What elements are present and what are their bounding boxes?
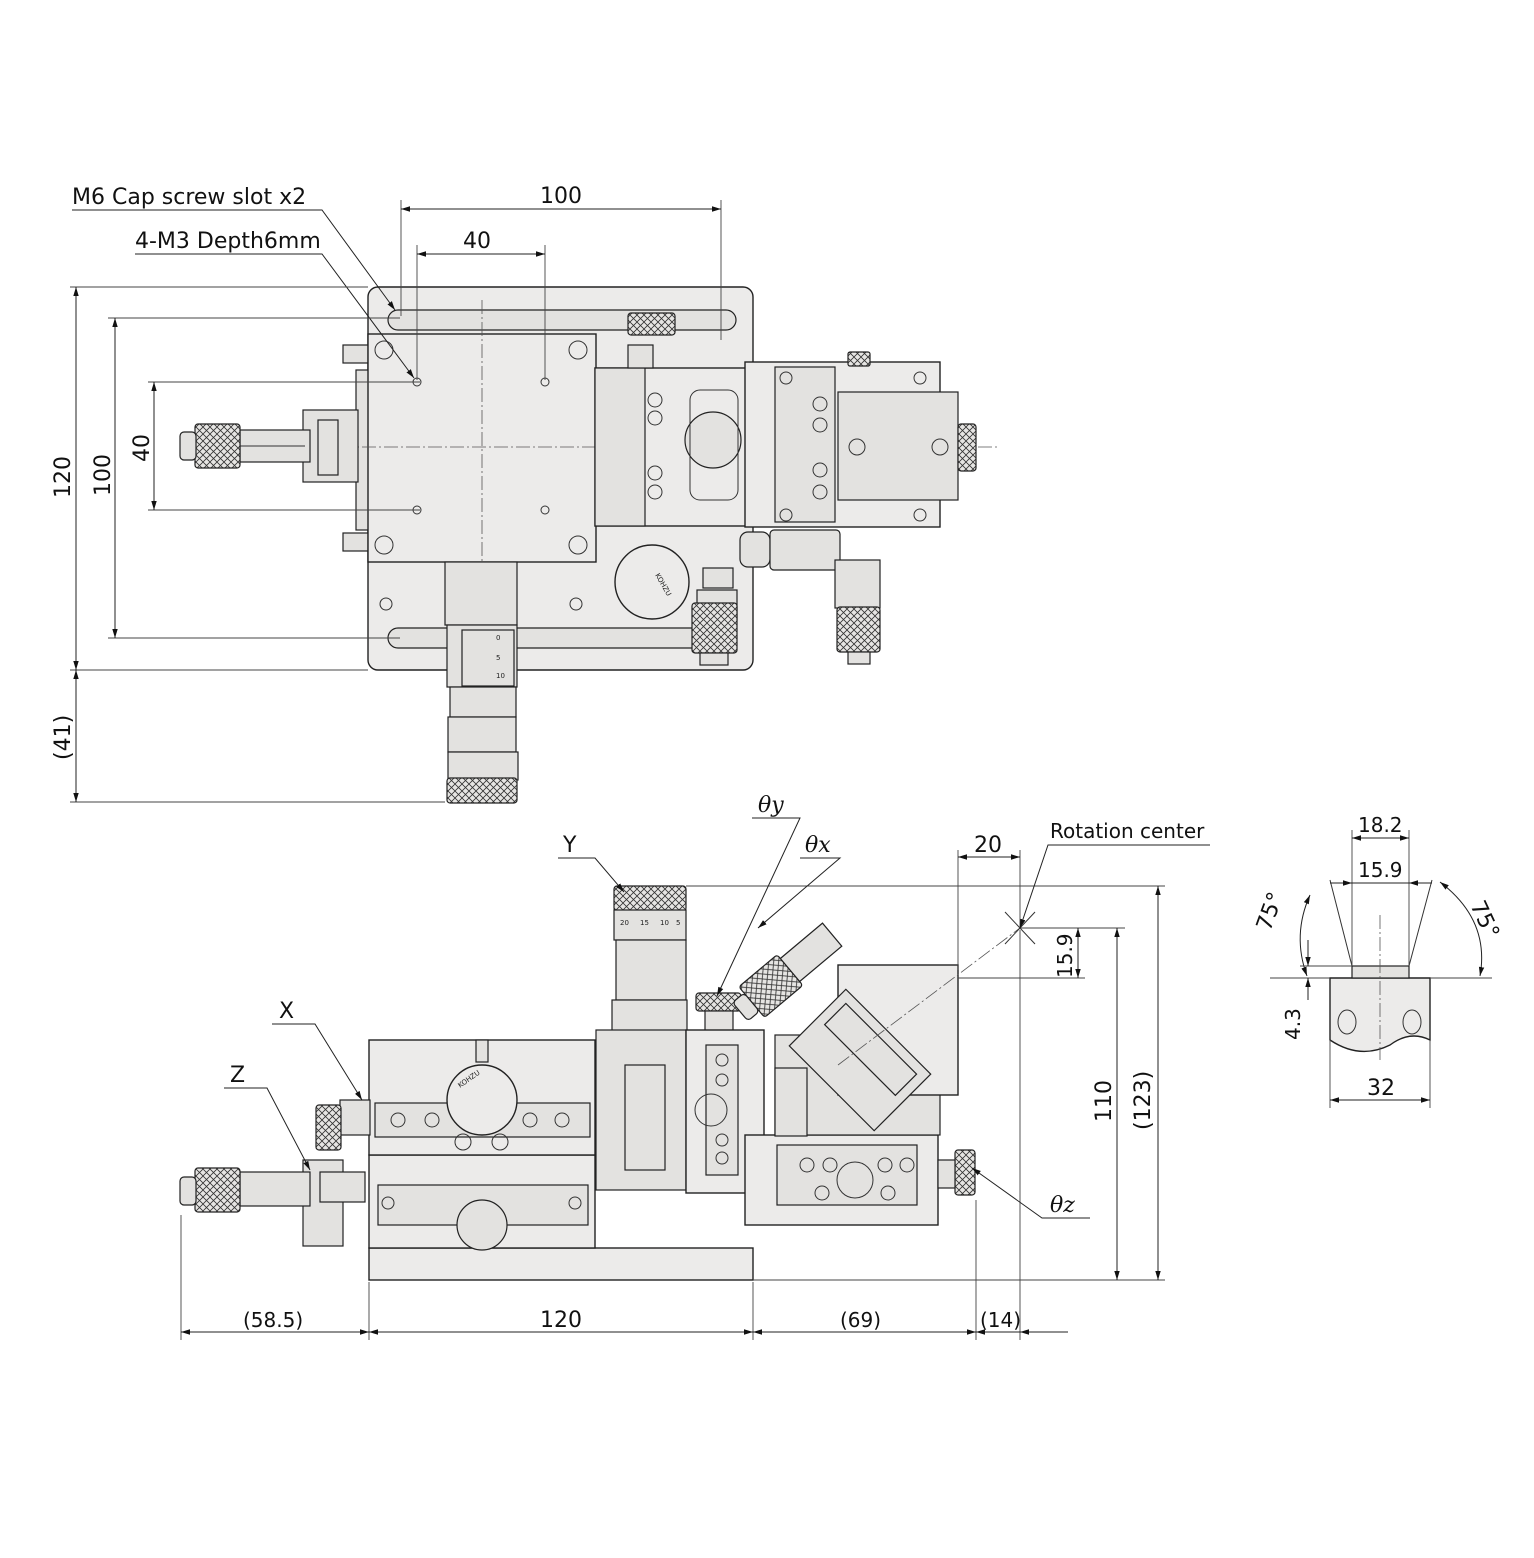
dim-left-120: 120: [51, 456, 76, 498]
goniometer-stage-top: [594, 312, 751, 527]
dim-top-40: 40: [463, 229, 491, 254]
x-micrometer-front[interactable]: [315, 1099, 371, 1151]
label-m6-slot: M6 Cap screw slot x2: [72, 185, 306, 210]
scale-mark: 0: [496, 634, 500, 642]
detail-view: 18.2 15.9 75° 75° 4.3 32: [1252, 813, 1504, 1108]
scale-mark: 5: [496, 654, 500, 662]
front-view: KOHZU 20 15 10 5: [179, 885, 1036, 1281]
dim-detail-4-3: 4.3: [1281, 1008, 1305, 1040]
dim-right-110: 110: [1092, 1080, 1117, 1122]
rotation-knob-top[interactable]: KOHZU: [614, 544, 734, 620]
theta-x-micrometer-front[interactable]: [727, 919, 845, 1027]
label-theta-z: θz: [1050, 1193, 1075, 1218]
top-view: 0 5 10: [179, 286, 1000, 804]
top-view-dimensions: 100 40 M6 Cap screw slot x2 4-M3 Depth6m…: [51, 184, 722, 803]
top-table-screws: [374, 340, 588, 611]
label-axis-x: X: [279, 999, 294, 1024]
dim-bottom-58-5: (58.5): [243, 1308, 303, 1332]
y-micrometer-front[interactable]: 20 15 10 5: [595, 885, 688, 1191]
dim-left-41: (41): [51, 715, 76, 760]
theta-x-stage-front: [788, 964, 959, 1132]
scale-mark: 10: [496, 672, 505, 680]
dim-top-100: 100: [540, 184, 582, 209]
theta-x-micrometer-top[interactable]: [739, 529, 881, 665]
label-theta-y: θy: [758, 793, 784, 818]
base-plate-front: [368, 1247, 754, 1281]
side-clamp-left-upper: [342, 344, 369, 364]
dim-right-123: (123): [1131, 1071, 1156, 1130]
cap-screw-slot-upper: [387, 309, 737, 331]
scale-mark: 20: [620, 919, 629, 927]
label-m3-tap: 4-M3 Depth6mm: [135, 229, 321, 254]
label-axis-y: Y: [562, 833, 577, 858]
theta-y-stage-front: [685, 992, 765, 1194]
dim-left-100: 100: [91, 454, 116, 496]
label-theta-x: θx: [805, 833, 831, 858]
label-rotation-center: Rotation center: [1050, 819, 1205, 843]
dim-bottom-14: (14): [980, 1308, 1021, 1332]
dim-detail-15-9: 15.9: [1358, 858, 1403, 882]
cap-screw-slot-lower: [387, 627, 737, 649]
scale-mark: 10: [660, 919, 669, 927]
dim-right-20: 20: [974, 833, 1002, 858]
front-view-dimensions: (58.5) 120 (69) (14) (123) 110 15.9 20 R…: [180, 793, 1210, 1340]
dim-detail-32: 32: [1367, 1076, 1395, 1101]
scale-mark: 5: [676, 919, 680, 927]
scale-mark: 15: [640, 919, 649, 927]
theta-z-stage-top: [744, 351, 977, 528]
dim-right-15-9: 15.9: [1053, 933, 1077, 978]
dim-bottom-69: (69): [840, 1308, 881, 1332]
label-axis-z: Z: [230, 1063, 245, 1088]
z-micrometer-front[interactable]: [179, 1159, 366, 1247]
side-clamp-left-lower: [342, 532, 369, 552]
dim-bottom-120: 120: [540, 1308, 582, 1333]
y-micrometer-top[interactable]: 0 5 10: [444, 561, 519, 804]
dim-detail-18-2: 18.2: [1358, 813, 1403, 837]
dim-left-40: 40: [130, 434, 155, 462]
x-micrometer-top[interactable]: [179, 409, 359, 483]
dim-detail-angle-right: 75°: [1465, 897, 1504, 943]
dim-detail-angle-left: 75°: [1252, 889, 1289, 934]
theta-y-micrometer-top[interactable]: [691, 589, 738, 666]
